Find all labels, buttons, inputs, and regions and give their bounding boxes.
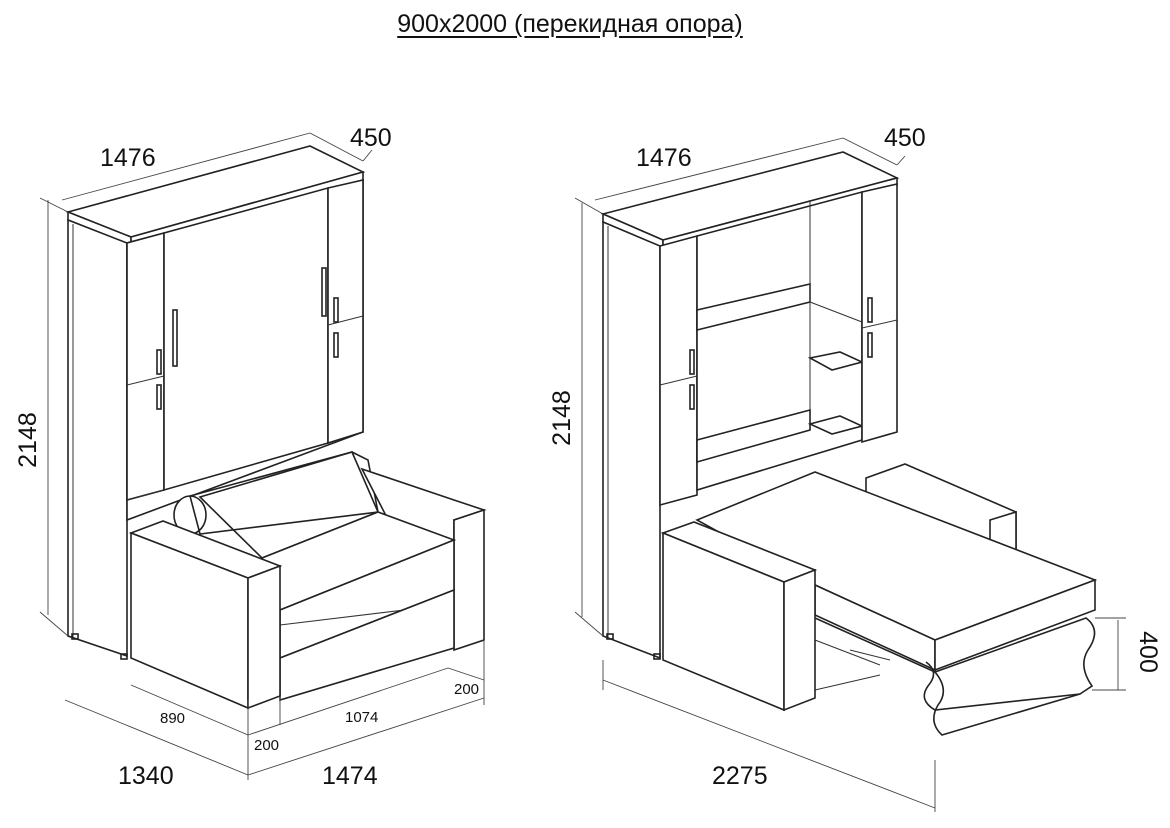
depth-dim-line [309, 132, 364, 162]
door-handle [156, 384, 162, 410]
leg-height-label: 400 [1134, 631, 1162, 673]
total-length-label: 2275 [712, 762, 768, 790]
right-depth-label: 450 [884, 124, 926, 152]
sofa-width-label: 1074 [345, 709, 378, 726]
left-bed-panel [163, 186, 329, 492]
armrest-left-label: 200 [254, 737, 279, 754]
door-handle [333, 297, 339, 323]
armrest-right-label: 200 [454, 681, 479, 698]
total-width-dim-line [247, 697, 485, 776]
door-handle [156, 349, 162, 375]
right-left-door-column [659, 234, 698, 507]
total-width-label: 1474 [322, 762, 378, 790]
sofa-right-armrest-front [453, 508, 485, 652]
door-handle [321, 267, 327, 317]
right-height-label: 2148 [548, 390, 576, 446]
right-view: 1476 450 2148 400 2275 [548, 124, 1162, 812]
right-width-dim-line [594, 137, 844, 201]
right-door-column [327, 178, 364, 445]
total-depth-dim-line [64, 699, 249, 776]
niche-lower-shelf [696, 408, 811, 464]
left-depth-label: 450 [350, 124, 392, 152]
left-width-label: 1476 [100, 144, 156, 172]
right-width-label: 1476 [636, 144, 692, 172]
total-length-dim-line [602, 679, 936, 809]
right-column-side [602, 220, 661, 660]
door-handle [333, 332, 339, 358]
left-view: 1476 450 2148 890 1074 200 200 1340 1474 [14, 124, 487, 790]
right-depth-dim-line [842, 137, 898, 166]
right-right-door-column [861, 182, 898, 444]
total-depth-label: 1340 [118, 762, 174, 790]
sofa-left-armrest-front [247, 564, 281, 710]
page-title: 900х2000 (перекидная опора) [397, 10, 743, 38]
bed-folding-leg [814, 617, 1096, 711]
left-door-column [126, 231, 165, 502]
left-height-label: 2148 [14, 412, 42, 468]
bed-panel-handle [172, 309, 178, 367]
width-dim-line [61, 132, 311, 201]
sofa-depth-label: 890 [160, 710, 185, 727]
bed-mattress-side [934, 578, 1096, 672]
left-column-side [67, 218, 128, 658]
